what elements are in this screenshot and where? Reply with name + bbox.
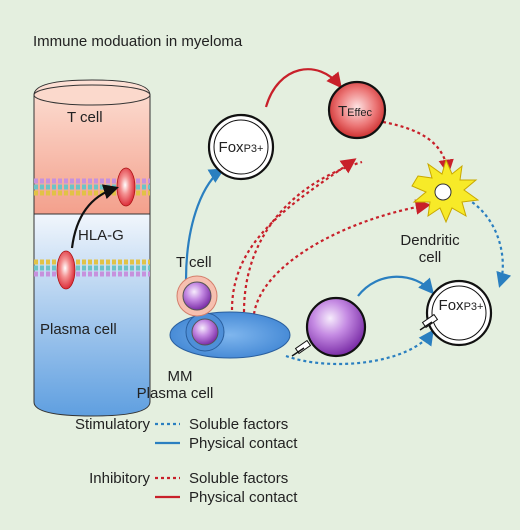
connector-stim-contact-to-foxp3-right xyxy=(357,275,434,297)
mm-label-line1: MM xyxy=(168,368,193,385)
legend-inhib-contact-label: Physical contact xyxy=(189,489,298,506)
foxp3-cell-top: FoxP3+ xyxy=(207,113,275,181)
mm-plasma-cell-group: T cell MM Plasma cell xyxy=(137,254,291,402)
tube-bottom-half xyxy=(33,213,151,417)
foxp3-right-receptor xyxy=(419,313,439,331)
connector-inhib-soluble-1 xyxy=(230,158,357,311)
connector-inhib-soluble-3 xyxy=(252,199,432,315)
dendritic-label-line2: cell xyxy=(419,249,442,266)
middle-cell-receptor xyxy=(291,339,312,357)
t-effector-main: T xyxy=(338,103,347,120)
foxp3-top-main: Fox xyxy=(219,139,245,156)
diagram-title: Immune moduation in myeloma xyxy=(33,33,243,50)
connector-stim-contact-to-foxp3 xyxy=(184,168,225,281)
mm-label-line2: Plasma cell xyxy=(137,385,214,402)
connector-inhib-contact-foxp3-to-teff xyxy=(264,68,342,108)
hla-g-arrow xyxy=(70,184,119,249)
dendritic-label-line1: Dendritic xyxy=(400,232,460,249)
membrane-lower xyxy=(34,259,150,277)
dendritic-cell: Dendritic cell xyxy=(400,158,480,266)
legend-stimulatory-label: Stimulatory xyxy=(75,416,151,433)
synapse-tube: HLA-G T cell Plasma cell xyxy=(33,79,151,417)
t-cell-small-inner xyxy=(182,281,212,311)
legend-stim-contact-label: Physical contact xyxy=(189,435,298,452)
regulatory-precursor-cell xyxy=(291,296,367,358)
foxp3-top-sub: P3+ xyxy=(244,143,264,155)
dendritic-cell-nucleus xyxy=(434,183,452,201)
tube-t-cell-label: T cell xyxy=(67,109,103,126)
hla-g-label: HLA-G xyxy=(78,227,124,244)
foxp3-cell-right: FoxP3+ xyxy=(419,279,493,347)
legend: Stimulatory Soluble factors Physical con… xyxy=(75,416,298,506)
t-effector-sub: Effec xyxy=(347,107,372,119)
connector-inhib-soluble-2 xyxy=(242,160,363,313)
t-effector-cell: TEffec xyxy=(327,80,387,140)
t-cell-label: T cell xyxy=(176,254,212,271)
foxp3-top-label: FoxP3+ xyxy=(219,139,264,156)
foxp3-right-label: FoxP3+ xyxy=(439,297,484,314)
t-effector-label: TEffec xyxy=(338,103,373,120)
tube-plasma-cell-label: Plasma cell xyxy=(40,321,117,338)
legend-inhibitory-label: Inhibitory xyxy=(89,470,150,487)
mm-plasma-cell-nucleus xyxy=(191,318,219,346)
foxp3-right-sub: P3+ xyxy=(464,301,484,313)
legend-inhib-soluble-label: Soluble factors xyxy=(189,470,288,487)
tube-top-rim xyxy=(33,84,151,106)
hla-g-molecule-lower xyxy=(56,250,76,290)
legend-stim-soluble-label: Soluble factors xyxy=(189,416,288,433)
foxp3-right-main: Fox xyxy=(439,297,465,314)
connector-stim-soluble-dc-to-foxp3 xyxy=(461,195,512,288)
hla-g-receptor-upper xyxy=(116,167,136,207)
connector-inhib-soluble-teff-to-dc xyxy=(382,120,454,176)
